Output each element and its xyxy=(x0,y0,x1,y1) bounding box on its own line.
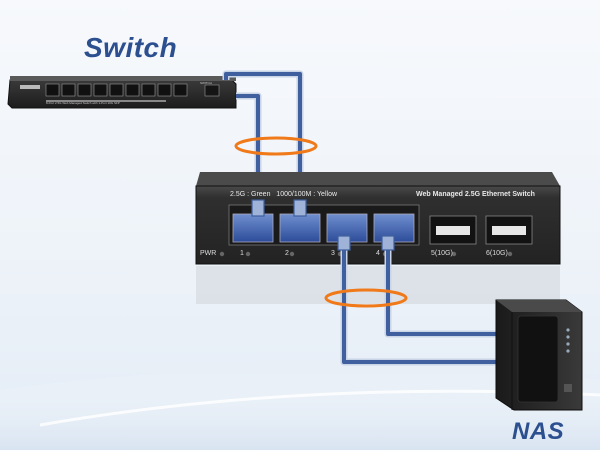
small-switch-caption: 8-Port 2.5G Web Managed Switch with 1-Po… xyxy=(46,101,120,105)
nas-device xyxy=(495,299,583,411)
cable-bundle-ring-lower xyxy=(324,288,408,308)
small-switch-brand: SWITCH xyxy=(200,81,212,85)
port-1 xyxy=(232,213,274,243)
nas-front-panel xyxy=(517,315,559,403)
nas-label: NAS xyxy=(512,418,565,445)
power-label: PWR xyxy=(200,250,217,257)
small-switch-sfp-port xyxy=(204,84,220,97)
cable-bundle-ring-upper xyxy=(234,136,318,156)
sfp-port-5-label: 5(10G) xyxy=(431,250,453,257)
port-2 xyxy=(279,213,321,243)
switch-label: Switch xyxy=(84,32,178,63)
sfp-ports xyxy=(429,215,533,245)
port-4-label: 4 xyxy=(376,250,380,257)
cable-plugs-bottom xyxy=(337,235,395,251)
nas-usb-port xyxy=(564,384,572,392)
nas-cables xyxy=(340,242,498,366)
small-switch-logo xyxy=(20,85,40,89)
small-switch xyxy=(7,76,237,109)
uplink-cables xyxy=(222,70,304,200)
sfp-port-6-label: 6(10G) xyxy=(486,250,508,257)
port-2-label: 2 xyxy=(285,250,289,257)
port-3-label: 3 xyxy=(331,250,335,257)
speed-legend: 2.5G : Green 1000/100M : Yellow xyxy=(230,191,338,198)
main-switch-title: Web Managed 2.5G Ethernet Switch xyxy=(416,191,535,198)
port-1-label: 1 xyxy=(240,250,244,257)
floor-swoosh xyxy=(0,367,600,450)
nas-leds xyxy=(566,328,570,353)
cable-plugs-top xyxy=(251,199,307,217)
main-switch xyxy=(195,172,561,304)
